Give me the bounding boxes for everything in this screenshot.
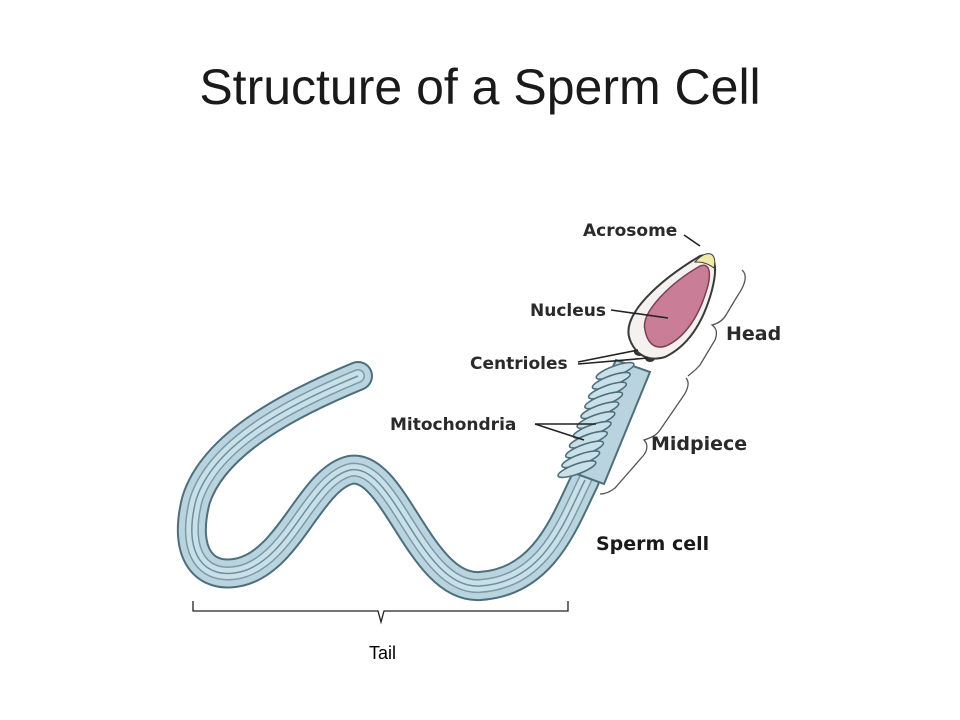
centrioles-leader-1 bbox=[577, 349, 639, 363]
nucleus-leader bbox=[610, 309, 669, 319]
nucleus-shape bbox=[643, 264, 711, 348]
mitochondrion-coil bbox=[557, 459, 597, 479]
brackets bbox=[599, 269, 746, 495]
tail-brace bbox=[192, 601, 569, 625]
head-label: Head bbox=[726, 323, 781, 345]
slide-title: Structure of a Sperm Cell bbox=[199, 59, 761, 115]
acrosome-label: Acrosome bbox=[583, 221, 677, 241]
acrosome-leader bbox=[683, 234, 701, 247]
leader-lines bbox=[534, 234, 701, 441]
tail-center-line bbox=[191, 375, 586, 587]
tail-fill bbox=[178, 363, 598, 599]
sperm-cell-label: Sperm cell bbox=[596, 533, 709, 555]
mitochondria-label: Mitochondria bbox=[390, 415, 516, 435]
head-shape bbox=[627, 253, 717, 360]
acrosome-shape bbox=[693, 253, 716, 269]
mitochondria-coils bbox=[557, 361, 635, 479]
head-bracket bbox=[687, 269, 746, 377]
centrioles-label: Centrioles bbox=[470, 354, 568, 374]
tail-label: Tail bbox=[369, 643, 396, 663]
midpiece-label: Midpiece bbox=[651, 433, 747, 455]
centrioles-leader-2 bbox=[577, 357, 649, 365]
midpiece-shape bbox=[557, 358, 652, 486]
nucleus-label: Nucleus bbox=[530, 301, 606, 321]
mitochondria-leader-2 bbox=[534, 423, 585, 441]
midpiece-bracket bbox=[599, 377, 689, 495]
tail-shape bbox=[176, 361, 600, 601]
